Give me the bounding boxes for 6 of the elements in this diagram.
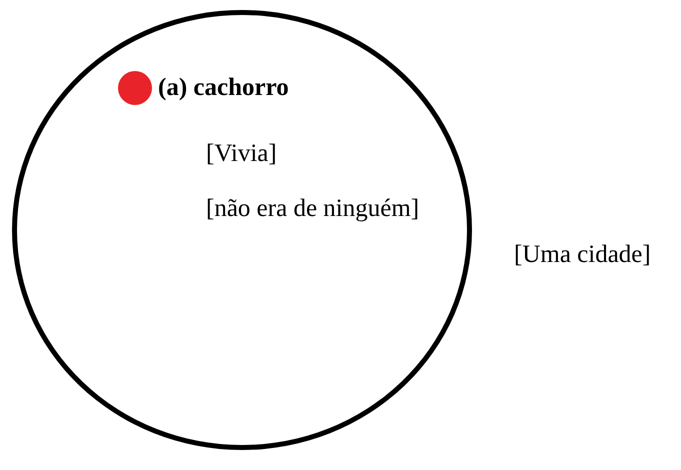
node-caption: (a) cachorro <box>158 73 289 103</box>
bracketed-label: [Uma cidade] <box>514 240 651 270</box>
dot-marker <box>118 71 152 105</box>
bracketed-label: [não era de ninguém] <box>206 194 420 224</box>
ring-circle <box>12 10 472 450</box>
bracketed-label: [Vivia] <box>206 139 277 169</box>
